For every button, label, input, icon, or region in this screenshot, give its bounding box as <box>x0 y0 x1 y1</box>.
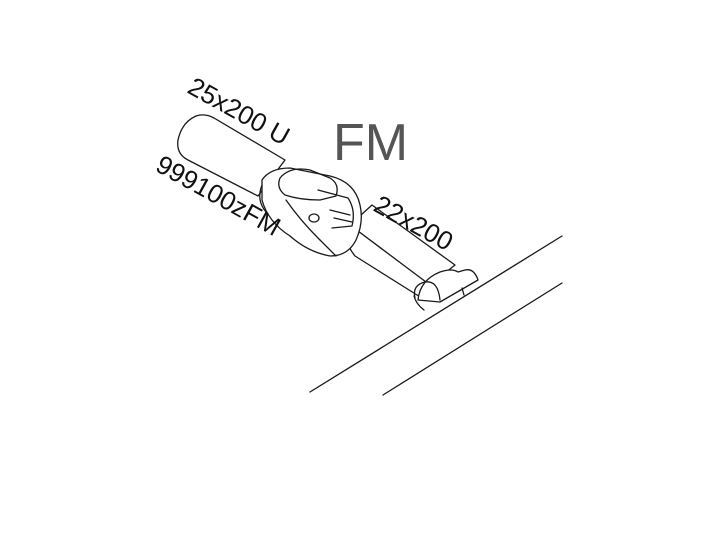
diagram-title: FM <box>333 114 408 172</box>
saddle-clamp <box>413 269 479 311</box>
upper-tube <box>177 114 286 197</box>
base-rail <box>309 235 563 396</box>
connector-joint <box>259 167 362 257</box>
